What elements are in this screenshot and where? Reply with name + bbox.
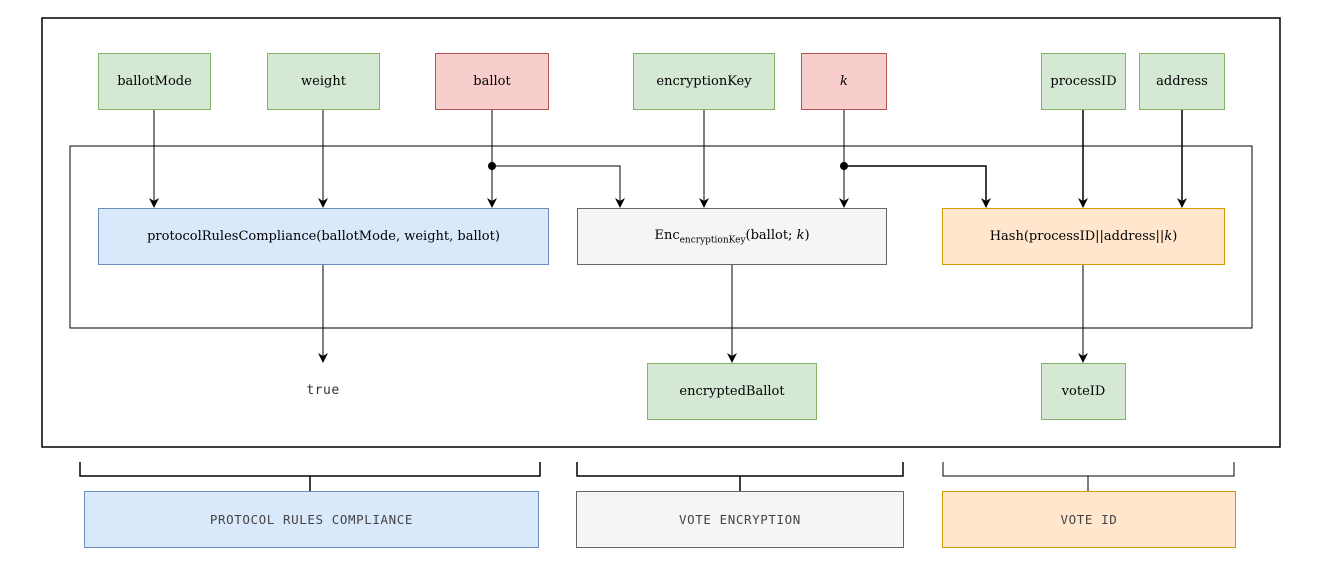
- input-encryptionkey: encryptionKey: [633, 53, 775, 110]
- inner-frame: [69, 145, 1253, 329]
- output-encryptedballot: encryptedBallot: [647, 363, 817, 420]
- edge-ballot-enc: [492, 165, 625, 208]
- input-ballotmode: ballotMode: [98, 53, 211, 110]
- section-compliance-label: PROTOCOL RULES COMPLIANCE: [209, 512, 414, 527]
- input-encryptionkey-label: encryptionKey: [656, 74, 752, 89]
- input-processid: processID: [1041, 53, 1126, 110]
- input-address: address: [1139, 53, 1225, 110]
- section-encryption-label: VOTE ENCRYPTION: [679, 512, 801, 527]
- k-junction: [840, 162, 848, 170]
- input-ballotmode-label: ballotMode: [117, 74, 192, 89]
- function-encryption: EncencryptionKey(ballot; k): [577, 208, 887, 265]
- output-compliance: true: [268, 370, 378, 410]
- output-voteid: voteID: [1041, 363, 1126, 420]
- outer-frame: [41, 17, 1281, 448]
- function-hash-label: Hash(processID||address||k): [989, 229, 1178, 244]
- function-compliance-label: protocolRulesCompliance(ballotMode, weig…: [147, 229, 500, 244]
- input-processid-label: processID: [1050, 74, 1117, 89]
- input-k-label: k: [840, 74, 848, 89]
- function-encryption-label: EncencryptionKey(ballot; k): [654, 227, 810, 246]
- input-weight: weight: [267, 53, 380, 110]
- bracket-compliance: [79, 462, 541, 491]
- output-encryptedballot-label: encryptedBallot: [679, 384, 785, 399]
- edge-k-hash: [844, 165, 991, 208]
- input-ballot-label: ballot: [473, 74, 511, 89]
- input-weight-label: weight: [301, 74, 346, 89]
- bracket-encryption: [576, 462, 904, 491]
- input-k: k: [801, 53, 887, 110]
- section-vote-id: VOTE ID: [942, 491, 1236, 548]
- section-encryption: VOTE ENCRYPTION: [576, 491, 904, 548]
- input-address-label: address: [1156, 74, 1208, 89]
- output-voteid-label: voteID: [1061, 384, 1106, 399]
- section-vote-id-label: VOTE ID: [1060, 512, 1118, 527]
- function-hash: Hash(processID||address||k): [942, 208, 1225, 265]
- section-compliance: PROTOCOL RULES COMPLIANCE: [84, 491, 539, 548]
- input-ballot: ballot: [435, 53, 549, 110]
- function-compliance: protocolRulesCompliance(ballotMode, weig…: [98, 208, 549, 265]
- ballot-junction: [488, 162, 496, 170]
- bracket-vote-id: [942, 462, 1235, 491]
- output-compliance-label: true: [306, 382, 340, 398]
